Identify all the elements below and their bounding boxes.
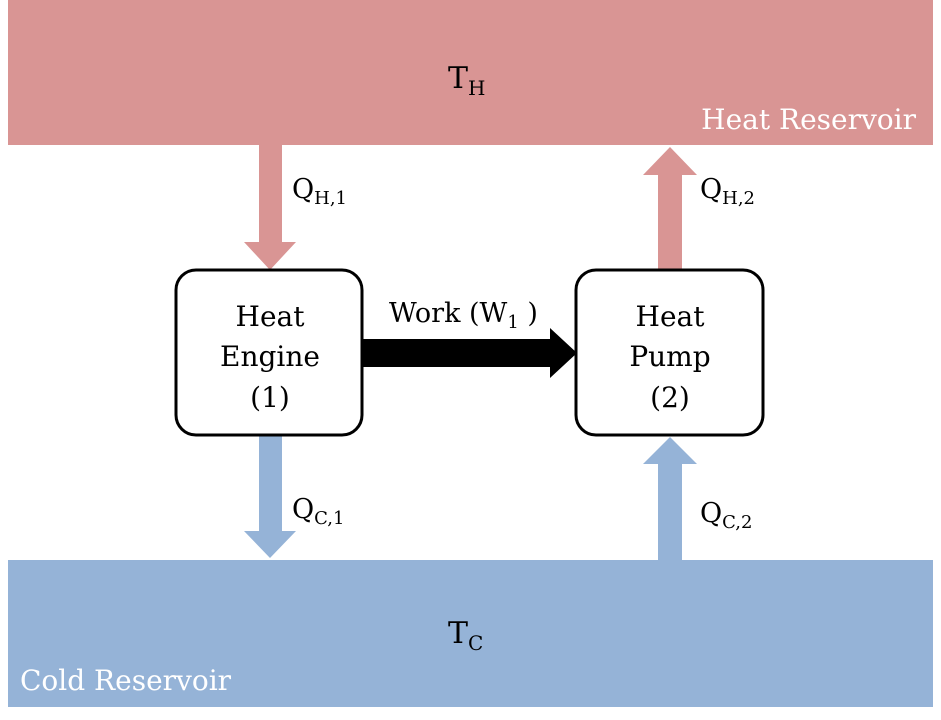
qc2-arrow — [643, 437, 697, 560]
qh2-label: QH,2 — [700, 174, 755, 209]
qh1-arrow — [244, 145, 296, 270]
qc2-label: QC,2 — [700, 498, 752, 533]
cold-reservoir-temperature: TC — [448, 616, 483, 655]
qc1-label: QC,1 — [292, 494, 344, 529]
hot-reservoir-temperature: TH — [448, 61, 485, 100]
work-arrow — [361, 328, 577, 378]
heat-pump-line1: Heat — [636, 300, 706, 333]
heat-engine-line2: Engine — [220, 340, 320, 373]
hot-reservoir-label: Heat Reservoir — [701, 103, 916, 136]
heat-pump-line3: (2) — [650, 381, 690, 414]
heat-engine-line1: Heat — [236, 300, 306, 333]
qh1-label: QH,1 — [292, 174, 347, 209]
cold-reservoir-label: Cold Reservoir — [20, 664, 232, 697]
cold-reservoir — [8, 560, 933, 707]
qh2-arrow — [643, 147, 697, 270]
heat-pump-line2: Pump — [629, 340, 710, 373]
work-label: Work (W1 ) — [389, 298, 538, 333]
heat-pump-box — [574, 268, 765, 437]
qc1-arrow — [244, 435, 296, 558]
heat-engine-line3: (1) — [250, 381, 290, 414]
hot-reservoir — [8, 0, 933, 145]
heat-engine-box — [174, 268, 364, 437]
